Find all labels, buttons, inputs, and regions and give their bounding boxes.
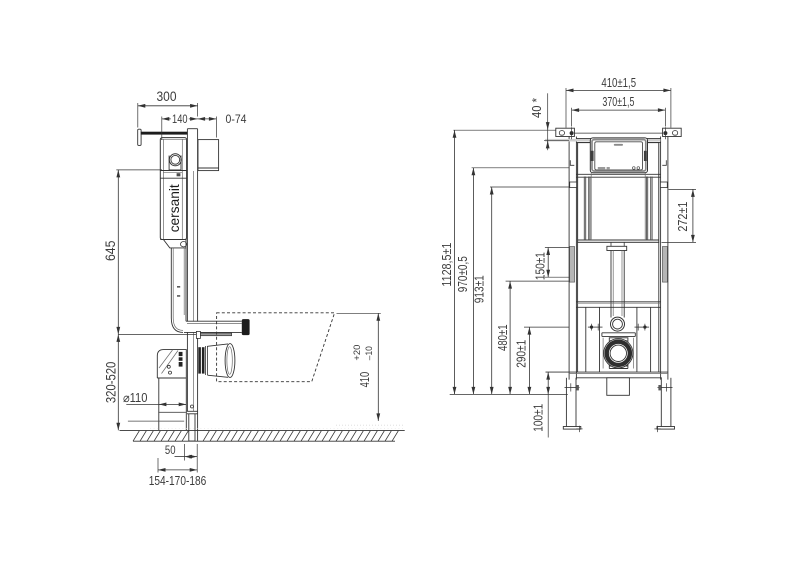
svg-text:cersanit: cersanit — [166, 184, 182, 232]
svg-text:1128,5±1: 1128,5±1 — [440, 243, 454, 287]
svg-text:970±0,5: 970±0,5 — [456, 256, 470, 292]
svg-text:150±1: 150±1 — [533, 252, 547, 280]
svg-text:410±1,5: 410±1,5 — [601, 76, 636, 90]
svg-text:0-74: 0-74 — [226, 112, 247, 126]
svg-text:645: 645 — [103, 241, 118, 261]
svg-text:140: 140 — [172, 112, 188, 126]
svg-text:+20: +20 — [352, 345, 362, 361]
svg-text:913±1: 913±1 — [472, 275, 486, 303]
svg-text:40 *: 40 * — [530, 98, 544, 118]
svg-text:370±1,5: 370±1,5 — [602, 95, 634, 109]
svg-text:290±1: 290±1 — [514, 340, 528, 368]
svg-text:300: 300 — [157, 89, 177, 104]
svg-text:154-170-186: 154-170-186 — [149, 473, 207, 488]
svg-text:320-520: 320-520 — [104, 362, 119, 404]
svg-text:–10: –10 — [364, 346, 374, 360]
svg-text:100±1: 100±1 — [531, 404, 545, 432]
svg-text:480±1: 480±1 — [496, 324, 510, 351]
svg-text:⌀110: ⌀110 — [123, 391, 148, 405]
svg-text:410: 410 — [357, 372, 372, 388]
svg-text:50: 50 — [165, 443, 176, 457]
svg-text:272±1: 272±1 — [676, 202, 690, 232]
